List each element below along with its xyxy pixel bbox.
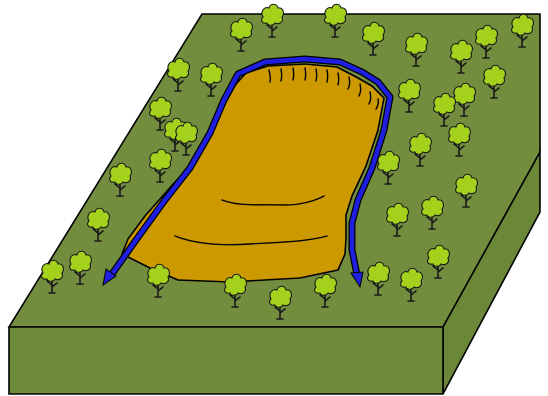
terrain-front-face: [9, 327, 443, 394]
